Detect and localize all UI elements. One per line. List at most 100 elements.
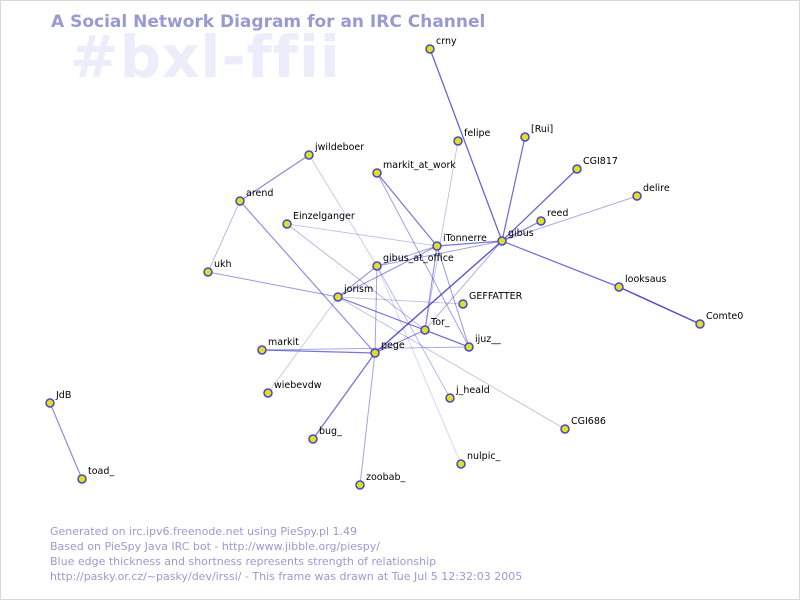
- channel-watermark: #bxl-ffii: [70, 23, 341, 91]
- node-marker: [235, 196, 245, 206]
- node-marker: [333, 292, 343, 302]
- edge-itonnerre-ijuz__: [436, 245, 470, 348]
- node-tor_: Tor_: [420, 317, 450, 335]
- node-label: CGI817: [583, 156, 618, 167]
- node-delire: delire: [632, 183, 670, 201]
- edge-jorism-gibus_at_office: [337, 265, 378, 298]
- node-marker: [77, 474, 87, 484]
- edge-pege-bug_: [312, 352, 376, 440]
- node-label: felipe: [464, 128, 490, 139]
- node-label: jorism: [343, 284, 373, 295]
- node-label: gibus_at_office: [383, 253, 454, 264]
- edge-looksaus-comte0: [618, 286, 701, 325]
- node-crny: crny: [425, 36, 457, 54]
- edge-gibus-pege: [374, 240, 503, 354]
- node-arend: arend: [235, 188, 273, 206]
- edge-delire-gibus: [501, 195, 638, 242]
- node-label: crny: [436, 36, 457, 47]
- node-label: toad_: [88, 466, 114, 477]
- node-marker: [520, 132, 530, 142]
- node-label: nulpic_: [467, 451, 501, 462]
- node-felipe: felipe: [453, 128, 490, 146]
- node-label: arend: [246, 188, 273, 199]
- edge-layer: [49, 48, 701, 486]
- node-label: j_heald: [455, 385, 490, 396]
- edge-itonnerre-gibus_at_office: [376, 245, 438, 267]
- node-marker: [372, 168, 382, 178]
- node-label: pege: [381, 340, 405, 351]
- node-cgi686: CGI686: [560, 416, 606, 434]
- node-marker: [425, 44, 435, 54]
- node-label: CGI686: [571, 416, 606, 427]
- node-marker: [695, 319, 705, 329]
- node-label: markit_at_work: [383, 160, 456, 171]
- edge-jorism-itonnerre: [337, 245, 438, 298]
- node-jdb: JdB: [45, 390, 71, 408]
- node-label: [Rui]: [531, 124, 553, 135]
- node-marker: [458, 299, 468, 309]
- node-marker: [372, 261, 382, 271]
- footer-line-legend: Blue edge thickness and shortness repres…: [50, 555, 437, 568]
- node-marker: [263, 388, 273, 398]
- node-marker: [572, 164, 582, 174]
- edge-cgi817-gibus: [501, 168, 578, 242]
- node-marker: [632, 191, 642, 201]
- node-label: Tor_: [430, 317, 450, 328]
- edge-jorism-wiebevdw: [267, 296, 339, 394]
- edge-markit_at_work-itonnerre: [376, 172, 438, 247]
- edge-gibus_at_office-nulpic_: [376, 265, 462, 465]
- node-label: JdB: [55, 390, 71, 401]
- node-label: Einzelganger: [293, 211, 355, 222]
- edge-markit-ijuz__: [261, 346, 470, 351]
- edge-gibus_at_office-j_heald: [376, 265, 451, 399]
- footer-line-timestamp: http://pasky.or.cz/~pasky/dev/irssi/ - T…: [50, 570, 523, 583]
- node-label: looksaus: [625, 274, 667, 285]
- edge-jwildeboer-arend: [239, 154, 310, 202]
- node-jwildeboer: jwildeboer: [304, 142, 364, 160]
- node-label: delire: [643, 183, 670, 194]
- node-ijuz__: ijuz__: [464, 334, 501, 352]
- node-comte0: Comte0: [695, 311, 743, 329]
- node-bug_: bug_: [308, 426, 342, 444]
- node-marker: [45, 398, 55, 408]
- node-markit: markit: [257, 337, 299, 355]
- edge-einzelganger-tor_: [286, 223, 426, 331]
- node-marker: [464, 342, 474, 352]
- node-marker: [445, 393, 455, 403]
- edge-tor_-pege: [374, 329, 426, 354]
- node-reed: reed: [536, 208, 568, 226]
- edge-jorism-cgi686: [337, 296, 566, 430]
- node-ukh: ukh: [203, 259, 232, 277]
- node-einzelganger: Einzelganger: [282, 211, 355, 229]
- node-marker: [370, 348, 380, 358]
- edge-arend-pege: [239, 200, 376, 354]
- edge-gibus-tor_: [424, 240, 503, 331]
- node-label: markit: [268, 337, 299, 348]
- node-label: Comte0: [706, 311, 743, 322]
- diagram-title: A Social Network Diagram for an IRC Chan…: [51, 12, 486, 32]
- node-toad_: toad_: [77, 466, 114, 484]
- node-marker: [456, 459, 466, 469]
- node-nulpic_: nulpic_: [456, 451, 501, 469]
- node-label: gibus: [508, 228, 534, 239]
- edge-jorism-geffatter: [337, 296, 464, 305]
- edge-jwildeboer-gibus_at_office: [308, 154, 378, 267]
- node-label: jwildeboer: [314, 142, 364, 153]
- node-gibus: gibus: [497, 228, 534, 246]
- edge-gibus_at_office-pege: [374, 265, 378, 354]
- node-markit_at_work: markit_at_work: [372, 160, 456, 178]
- node-marker: [282, 219, 292, 229]
- edge-rui-gibus: [501, 136, 526, 242]
- edge-markit-pege: [261, 349, 376, 354]
- node-geffatter: GEFFATTER: [458, 291, 523, 309]
- node-marker: [308, 434, 318, 444]
- edge-reed-gibus: [501, 220, 542, 242]
- node-label: wiebevdw: [274, 380, 322, 391]
- edge-itonnerre-tor_: [424, 245, 438, 331]
- node-zoobab_: zoobab_: [355, 472, 405, 490]
- node-label: bug_: [319, 426, 342, 437]
- edge-markit_at_work-ijuz__: [376, 172, 470, 348]
- edge-tor_-ijuz__: [424, 329, 470, 348]
- edge-jorism-tor_: [337, 296, 426, 331]
